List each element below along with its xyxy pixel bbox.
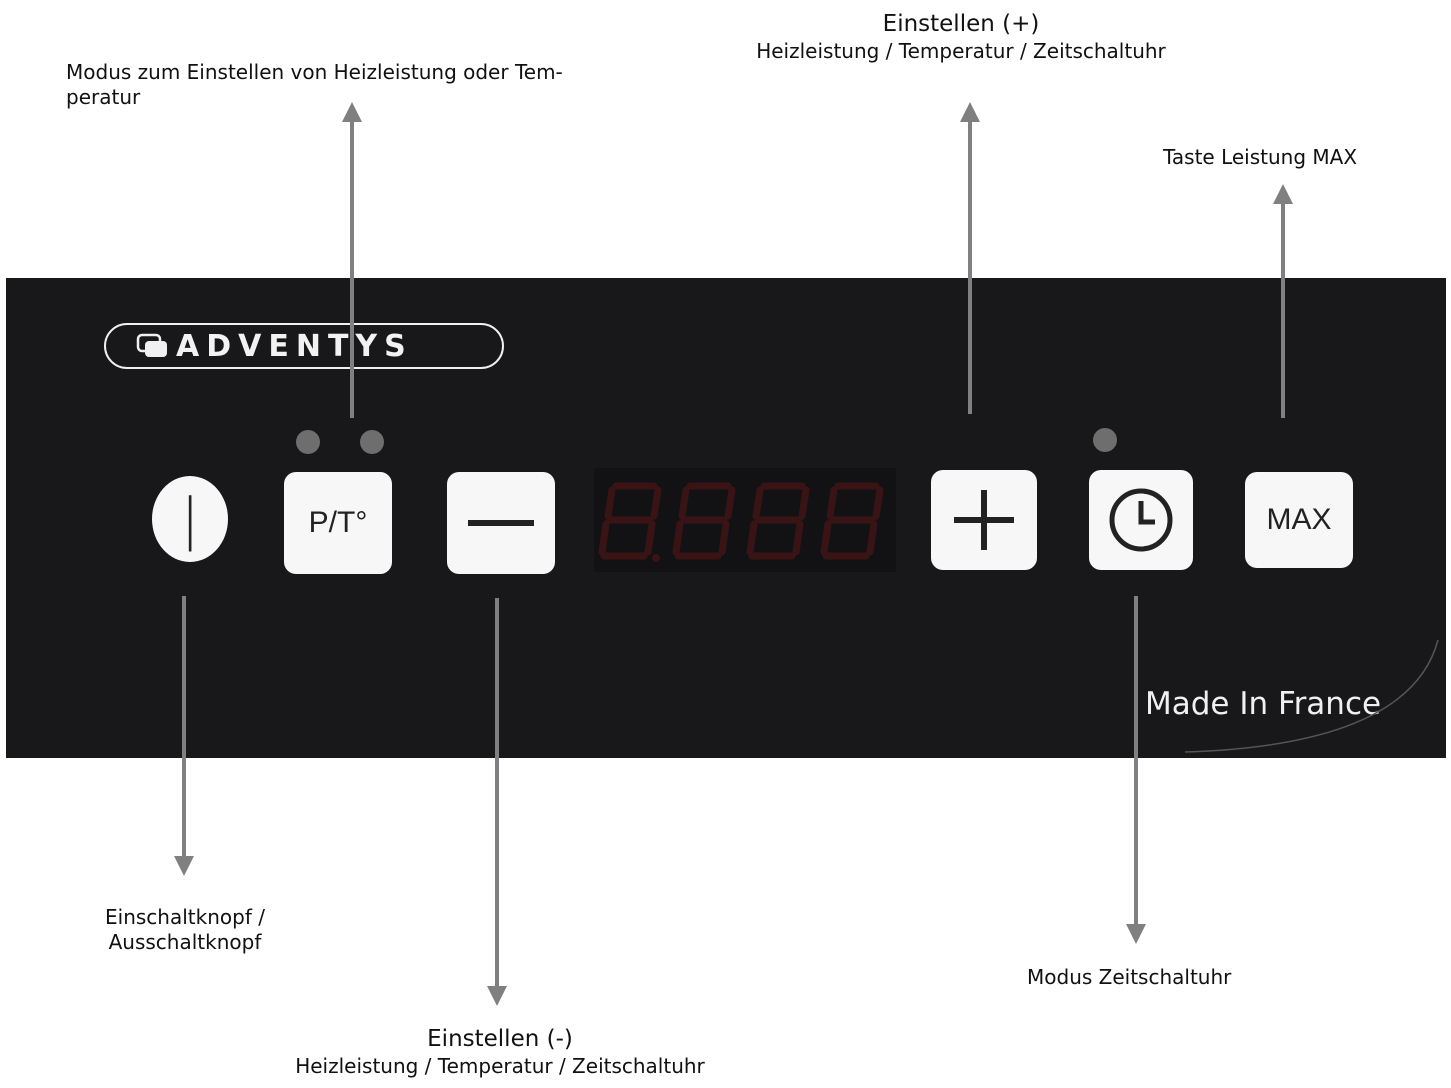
label-plus-title: Einstellen (+)	[882, 11, 1040, 37]
label-mode-pt: Modus zum Einstellen von Heizleistung od…	[66, 60, 563, 109]
max-label: MAX	[1266, 503, 1332, 536]
led-power-indicator	[296, 430, 320, 454]
display-digits	[598, 482, 884, 562]
plus-button[interactable]	[931, 470, 1037, 570]
timer-button[interactable]	[1089, 470, 1193, 570]
led-temperature-indicator	[360, 430, 384, 454]
led-timer-indicator	[1093, 428, 1117, 452]
label-power: Einschaltknopf / Ausschaltknopf	[105, 905, 265, 954]
minus-button[interactable]	[447, 472, 555, 574]
logo-mark-icon	[136, 333, 167, 357]
clock-icon	[1109, 488, 1173, 552]
label-timer: Modus Zeitschaltuhr	[1027, 965, 1232, 989]
label-minus-sub: Heizleistung / Temperatur / Zeitschaltuh…	[295, 1053, 705, 1078]
power-button[interactable]: |	[152, 476, 228, 562]
pt-mode-button[interactable]: P/T°	[284, 472, 392, 574]
brand-name: ADVENTYS	[176, 328, 413, 364]
brand-logo: ADVENTYS	[104, 323, 504, 369]
pt-label: P/T°	[308, 506, 368, 539]
plus-icon	[954, 490, 1014, 550]
seven-segment-display	[594, 468, 896, 572]
minus-icon	[468, 520, 534, 526]
label-minus: Einstellen (-) Heizleistung / Temperatur…	[270, 1025, 730, 1079]
power-symbol: |	[180, 486, 200, 552]
max-button[interactable]: MAX	[1245, 472, 1353, 568]
label-plus-sub: Heizleistung / Temperatur / Zeitschaltuh…	[756, 38, 1166, 63]
label-minus-title: Einstellen (-)	[427, 1026, 573, 1052]
label-plus: Einstellen (+) Heizleistung / Temperatur…	[736, 10, 1186, 64]
label-max: Taste Leistung MAX	[1163, 145, 1358, 169]
